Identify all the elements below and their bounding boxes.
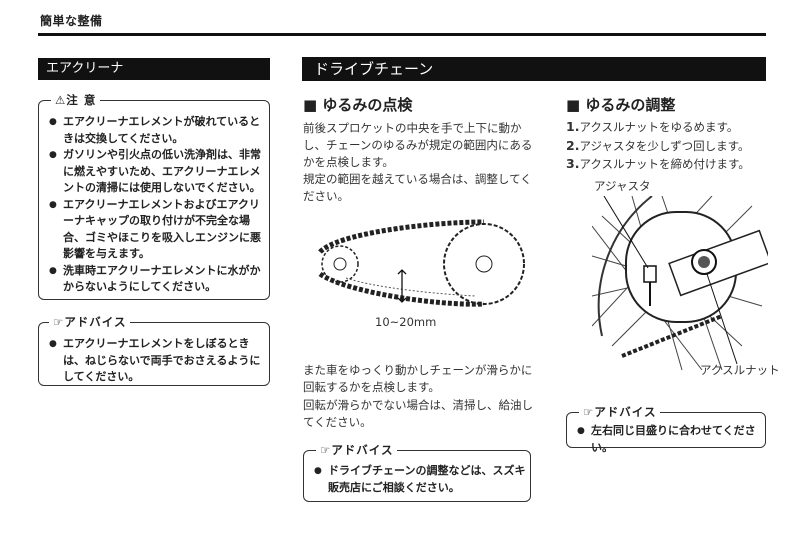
axle-nut-leader-line bbox=[706, 273, 738, 365]
axle-nut-callout-label: アクスルナット bbox=[700, 363, 780, 377]
header-divider bbox=[38, 33, 766, 36]
slack-check-text: 前後スプロケットの中央を手で上下に動かし、チェーンのゆるみが規定の範囲内にあるか… bbox=[303, 121, 533, 169]
hand-pointing-icon: ☞ bbox=[53, 315, 65, 329]
axle-nut bbox=[691, 249, 717, 275]
slack-chain-outline bbox=[345, 277, 477, 297]
adjust-step: 2.アジャスタを少しずつ回します。 bbox=[566, 137, 750, 153]
adjuster-leader-line bbox=[603, 196, 649, 269]
chain-sprocket-diagram bbox=[318, 219, 525, 307]
advice-label-text: アドバイス bbox=[594, 405, 657, 419]
air-cleaner-advice-box: ☞アドバイス エアクリーナエレメントをしぼるときは、ねじらないで両手でおさえるよ… bbox=[38, 314, 270, 386]
advice-label: ☞アドバイス bbox=[579, 404, 661, 420]
wheel-rim bbox=[597, 196, 653, 337]
slack-check-text: 規定の範囲を越えている場合は、調整してください。 bbox=[303, 172, 532, 203]
caution-box: ⚠注 意 エアクリーナエレメントが破れているときは交換してください。 ガソリンや… bbox=[38, 92, 270, 300]
slack-adjust-heading: ■ ゆるみの調整 bbox=[566, 96, 676, 114]
caution-item: エアクリーナエレメントが破れているときは交換してください。 bbox=[49, 114, 263, 147]
air-cleaner-section-bar: エアクリーナ bbox=[38, 58, 270, 80]
caution-item: エアクリーナエレメントおよびエアクリーナキャップの取り付けが不完全な場合、ゴミや… bbox=[49, 197, 263, 263]
drive-chain-section-bar: ドライブチェーン bbox=[302, 57, 766, 81]
chain-adjuster bbox=[643, 265, 657, 306]
adjust-step: 1.アクスルナットをゆるめます。 bbox=[566, 119, 739, 134]
advice-item: ドライブチェーンの調整などは、スズキ販売店にご相談ください。 bbox=[314, 463, 526, 496]
advice-item: エアクリーナエレメントをしぼるときは、ねじらないで両手でおさえるようにしてくださ… bbox=[49, 336, 263, 386]
rear-sprocket bbox=[443, 223, 525, 305]
page-header-title: 簡単な整備 bbox=[40, 14, 103, 28]
caution-list: エアクリーナエレメントが破れているときは交換してください。 ガソリンや引火点の低… bbox=[49, 114, 263, 296]
rotation-check-text: また車をゆっくり動かしチェーンが滑らかに回転するかを点検します。 bbox=[303, 363, 533, 394]
rear-axle-illustration bbox=[592, 196, 768, 370]
caution-label: ⚠注 意 bbox=[51, 92, 101, 108]
advice-list: 左右同じ目盛りに合わせてください。 bbox=[577, 423, 765, 456]
slack-range-label: 10~20mm bbox=[375, 315, 437, 329]
rotation-check-text: 回転が滑らかでない場合は、清掃し、給油してください。 bbox=[303, 398, 533, 429]
adjuster-callout-label: アジャスタ bbox=[594, 179, 651, 193]
advice-list: エアクリーナエレメントをしぼるときは、ねじらないで両手でおさえるようにしてくださ… bbox=[49, 336, 263, 386]
slack-check-heading: ■ ゆるみの点検 bbox=[303, 96, 413, 114]
advice-label-text: アドバイス bbox=[331, 443, 394, 457]
hand-pointing-icon: ☞ bbox=[583, 405, 595, 419]
advice-list: ドライブチェーンの調整などは、スズキ販売店にご相談ください。 bbox=[314, 463, 526, 496]
slack-arrow bbox=[397, 269, 407, 303]
advice-label-text: アドバイス bbox=[64, 315, 127, 329]
advice-label: ☞アドバイス bbox=[49, 314, 131, 330]
advice-label: ☞アドバイス bbox=[316, 442, 398, 458]
hand-pointing-icon: ☞ bbox=[320, 443, 332, 457]
front-sprocket bbox=[321, 245, 359, 283]
advice-item: 左右同じ目盛りに合わせてください。 bbox=[577, 423, 765, 456]
caution-item: ガソリンや引火点の低い洗浄剤は、非常に燃えやすいため、エアクリーナエレメントの清… bbox=[49, 147, 263, 197]
chain-advice-box: ☞アドバイス ドライブチェーンの調整などは、スズキ販売店にご相談ください。 bbox=[303, 442, 531, 502]
adjust-advice-box: ☞アドバイス 左右同じ目盛りに合わせてください。 bbox=[566, 404, 766, 454]
swing-arm bbox=[668, 229, 768, 297]
drive-chain bbox=[318, 219, 485, 307]
adjust-steps: 1.アクスルナットをゆるめます。 2.アジャスタを少しずつ回します。 3.アクス… bbox=[566, 118, 766, 174]
adjust-step: 3.アクスルナットを締め付けます。 bbox=[566, 156, 750, 171]
caution-item: 洗車時エアクリーナエレメントに水がかからないようにしてください。 bbox=[49, 263, 263, 296]
